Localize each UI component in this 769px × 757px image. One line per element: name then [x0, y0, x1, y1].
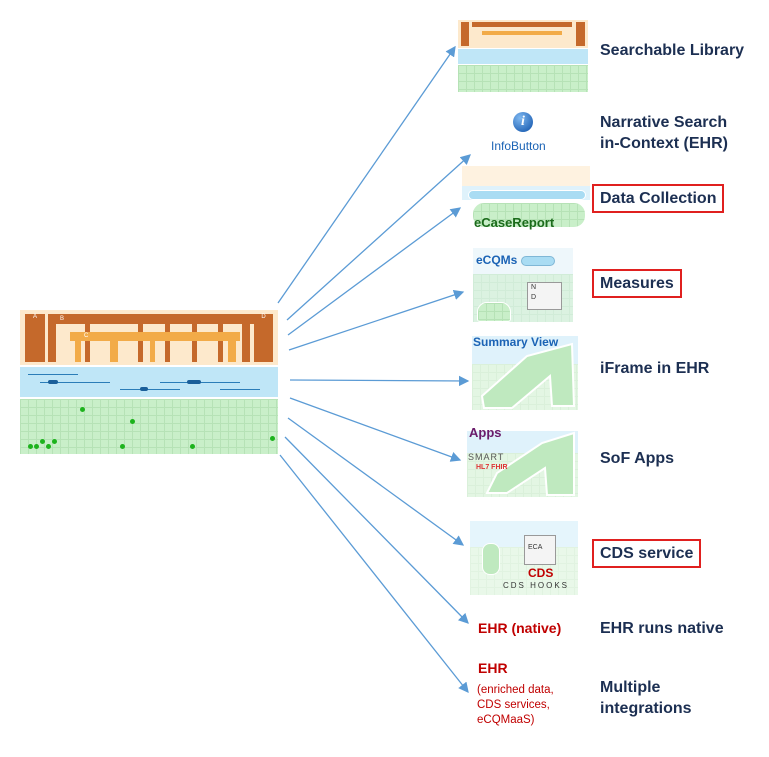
ecqms-label: eCQMs: [476, 253, 518, 267]
fhir-logo: HL7 FHIR: [476, 464, 508, 471]
searchable-library-thumbnail: [458, 20, 588, 92]
strategy-b-leg: [242, 314, 250, 362]
apps-label: Apps: [469, 425, 502, 440]
strategy-a: A: [25, 314, 45, 362]
data-dot: [190, 444, 195, 449]
target-measures: Measures: [592, 269, 682, 298]
data-layer: [20, 399, 278, 454]
arrow-ehr: [279, 454, 469, 694]
sof-apps-thumbnail: [467, 423, 578, 497]
data-dot: [80, 407, 85, 412]
action-layer: [458, 49, 588, 64]
cds-hooks-logo: CDS HOOKS: [503, 581, 570, 590]
data-dot: [52, 439, 57, 444]
apps-highlight: [485, 431, 575, 496]
data-highlight: [472, 202, 586, 228]
target-iframe-in-ehr: iFrame in EHR: [600, 360, 710, 377]
ehr-detail-line: CDS services,: [477, 699, 550, 711]
ehr-detail-line: (enriched data,: [477, 684, 554, 696]
strategy-d: [576, 22, 585, 46]
eca-rule-card: ECA: [524, 535, 556, 565]
action-line: [220, 389, 260, 390]
data-dot: [270, 436, 275, 441]
ecqms-thumbnail: N D: [473, 248, 573, 322]
smart-logo: SMART: [468, 452, 505, 462]
ecasereport-thumbnail: [462, 166, 590, 230]
ehr-detail-line: eCQMaaS): [477, 714, 535, 726]
strategy-layer: A B C D: [20, 310, 278, 365]
ecasereport-label: eCaseReport: [474, 215, 555, 230]
action-line: [40, 382, 110, 383]
target-searchable-library: Searchable Library: [600, 42, 745, 59]
summary-view-label: Summary View: [473, 335, 559, 349]
strategy-c-label: C: [84, 333, 89, 339]
target-sof-apps: SoF Apps: [600, 450, 675, 467]
arrow-cds: [287, 417, 465, 546]
arrow-apps: [289, 397, 462, 462]
strategy-c-leg: [110, 332, 118, 362]
strategy-d-label: D: [261, 314, 266, 320]
strategy-b-label: B: [60, 316, 65, 322]
arrow-ecasereport: [287, 207, 462, 336]
action-line: [120, 389, 180, 390]
cds-highlight: [482, 543, 500, 575]
strategy-a: [461, 22, 469, 46]
target-cds-service: CDS service: [592, 539, 702, 568]
arrow-ehr-native: [284, 436, 469, 624]
arrow-summary-view: [289, 375, 470, 387]
action-line: [28, 374, 78, 375]
strategy-c-leg: [150, 332, 155, 362]
arrow-infobutton: [286, 154, 471, 321]
strategy-d: D: [254, 314, 273, 362]
data-dot: [46, 444, 51, 449]
summary-highlight: [480, 342, 576, 409]
strategy-layer: [462, 166, 590, 186]
data-dot: [130, 419, 135, 424]
ehr-label: EHR: [478, 660, 508, 676]
action-bar: [140, 387, 148, 391]
cds-thumbnail: ECA: [470, 513, 578, 595]
summary-view-thumbnail: [472, 336, 578, 410]
action-highlight: [468, 190, 586, 200]
infobutton-label: InfoButton: [491, 139, 546, 153]
ehr-details: (enriched data, CDS services, eCQMaaS): [477, 683, 554, 728]
numerator-label: N: [531, 284, 537, 291]
arrow-searchable-library: [277, 45, 456, 304]
data-layer: [458, 65, 588, 92]
strategy-b-leg: [48, 314, 56, 362]
strategy-b: [472, 22, 572, 27]
ecqm-card: N D: [527, 282, 562, 310]
target-multiple-integrations: Multiple integrations: [600, 679, 692, 717]
data-dot: [40, 439, 45, 444]
infobutton-icon: i: [513, 112, 533, 132]
ehr-native-label: EHR (native): [478, 620, 562, 636]
data-dot: [28, 444, 33, 449]
target-ehr-runs-native: EHR runs native: [600, 620, 724, 637]
cds-label: CDS: [528, 566, 554, 580]
arrow-ecqms: [288, 289, 465, 351]
strategy-a-label: A: [32, 314, 37, 320]
target-narrative-search: Narrative Search in-Context (EHR): [600, 114, 728, 152]
strategy-c-leg: [228, 332, 236, 362]
data-dot: [120, 444, 125, 449]
eca-label: ECA: [528, 544, 543, 551]
action-layer: [20, 367, 278, 397]
strategy-c: [482, 31, 562, 35]
measure-action: [521, 256, 555, 266]
action-bar: [48, 380, 58, 384]
population-group: [477, 302, 511, 322]
denominator-label: D: [531, 294, 537, 301]
data-dot: [34, 444, 39, 449]
target-data-collection: Data Collection: [592, 184, 725, 213]
strategy-layer: [458, 20, 588, 48]
source-pathway-panel: A B C D: [20, 310, 278, 454]
action-bar: [187, 380, 201, 384]
strategy-c: C: [70, 332, 240, 341]
strategy-b: B: [48, 314, 254, 324]
strategy-c-leg: [75, 332, 81, 362]
